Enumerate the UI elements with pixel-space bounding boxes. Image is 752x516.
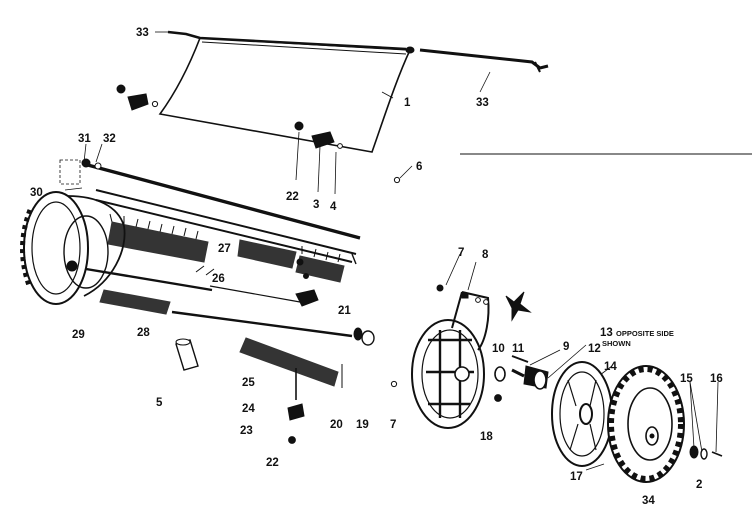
label-32: 32 [103,133,116,145]
label-13: 13 [600,327,613,339]
label-22-bottom: 22 [266,457,279,469]
brush-frame [79,189,357,388]
part-labels: 33 33 1 31 32 30 6 22 3 4 27 26 21 29 28… [30,27,723,507]
label-11: 11 [512,343,525,355]
label-7-top: 7 [458,247,464,259]
label-8: 8 [482,249,489,261]
label-31: 31 [78,133,91,145]
label-25: 25 [242,377,255,389]
label-24: 24 [242,403,255,415]
label-34: 34 [642,495,655,507]
label-4: 4 [330,201,337,213]
note-opposite-side: OPPOSITE SIDE [616,329,674,338]
note-shown: SHOWN [602,339,631,348]
label-10: 10 [492,343,505,355]
label-3: 3 [313,199,319,211]
label-20: 20 [330,419,343,431]
right-side-plate [411,284,532,429]
right-tire [607,365,685,483]
label-6: 6 [416,161,422,173]
label-17: 17 [570,471,583,483]
cover-hardware [116,84,401,184]
wheel-fasteners [689,445,723,460]
label-18: 18 [480,431,493,443]
label-30: 30 [30,187,43,199]
label-27: 27 [218,243,231,255]
label-1: 1 [404,97,411,109]
label-2: 2 [696,479,702,491]
bottom-hardware-stack [287,368,305,444]
label-33-right: 33 [476,97,489,109]
spacer-tube [175,338,199,371]
label-16: 16 [710,373,723,385]
drive-wheel-hub [551,361,613,467]
label-23: 23 [240,425,253,437]
label-21: 21 [338,305,351,317]
label-26: 26 [212,273,225,285]
leader-lines [64,31,719,471]
label-14: 14 [604,361,617,373]
label-12: 12 [588,343,601,355]
label-29: 29 [72,329,85,341]
handle-rod-right [419,48,549,73]
axle-bushing [353,327,398,388]
top-axle-rod [59,158,361,240]
label-7-bottom: 7 [390,419,396,431]
hopper-cover [158,37,412,153]
drive-gears [494,355,549,402]
label-28: 28 [137,327,150,339]
label-9: 9 [563,341,569,353]
label-5: 5 [156,397,163,409]
handle-rod-left [167,30,415,54]
label-19: 19 [356,419,369,431]
label-15: 15 [680,373,693,385]
label-33-left: 33 [136,27,149,39]
left-wheel [20,191,126,305]
label-22-top: 22 [286,191,299,203]
